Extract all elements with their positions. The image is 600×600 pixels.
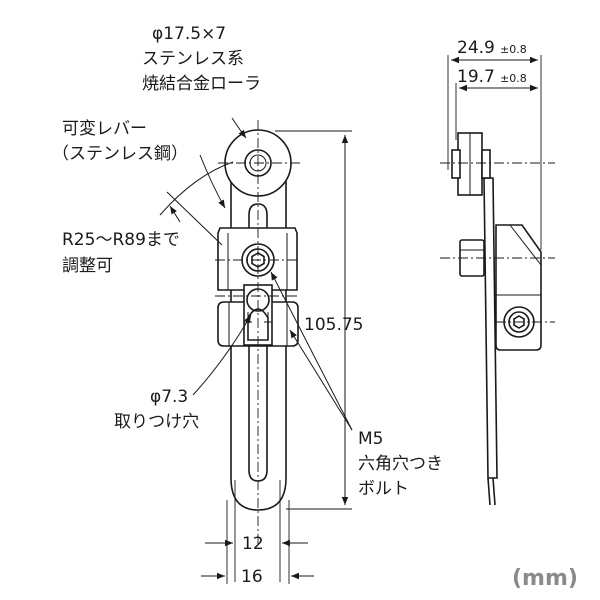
dim-width-inner: 12 [242,534,264,554]
leader-hole [192,314,252,396]
hole-name-label: 取りつけ穴 [114,412,199,432]
lever-material-label: （ステンレス鋼） [52,144,188,164]
dim-depth-inner-tol: ±0.8 [500,72,527,85]
dim-total-length: 105.75 [304,315,363,335]
radius-adjust-label: 調整可 [62,256,113,276]
lever-name-label: 可変レバー [62,119,147,139]
roller-material-label-1: ステンレス系 [142,49,244,69]
hole-diameter-label: φ7.3 [150,387,188,407]
dim-width-outer: 16 [241,567,263,587]
bolt-name-label-2: ボルト [358,479,409,499]
roller-material-label-2: 焼結合金ローラ [142,74,261,94]
dim-depth-inner: 19.7 [457,67,495,87]
leader-roller [231,117,247,139]
leader-bolt-1 [270,271,353,431]
dim-depth-outer: 24.9 [457,38,495,58]
roller-diameter-label: φ17.5×7 [152,24,226,44]
leader-lever [199,154,226,209]
radius-range-label: R25～R89まで [62,230,180,250]
unit-label: (mm) [512,566,578,591]
lever-slot [248,203,268,482]
bolt-size-label: M5 [358,429,383,449]
side-hex-socket-icon [513,315,525,329]
side-view [440,55,555,506]
radius-arc [159,161,234,216]
bolt-name-label-1: 六角穴つき [358,454,443,474]
dim-depth-outer-tol: ±0.8 [500,43,527,56]
leader-bolt-2 [289,329,353,431]
